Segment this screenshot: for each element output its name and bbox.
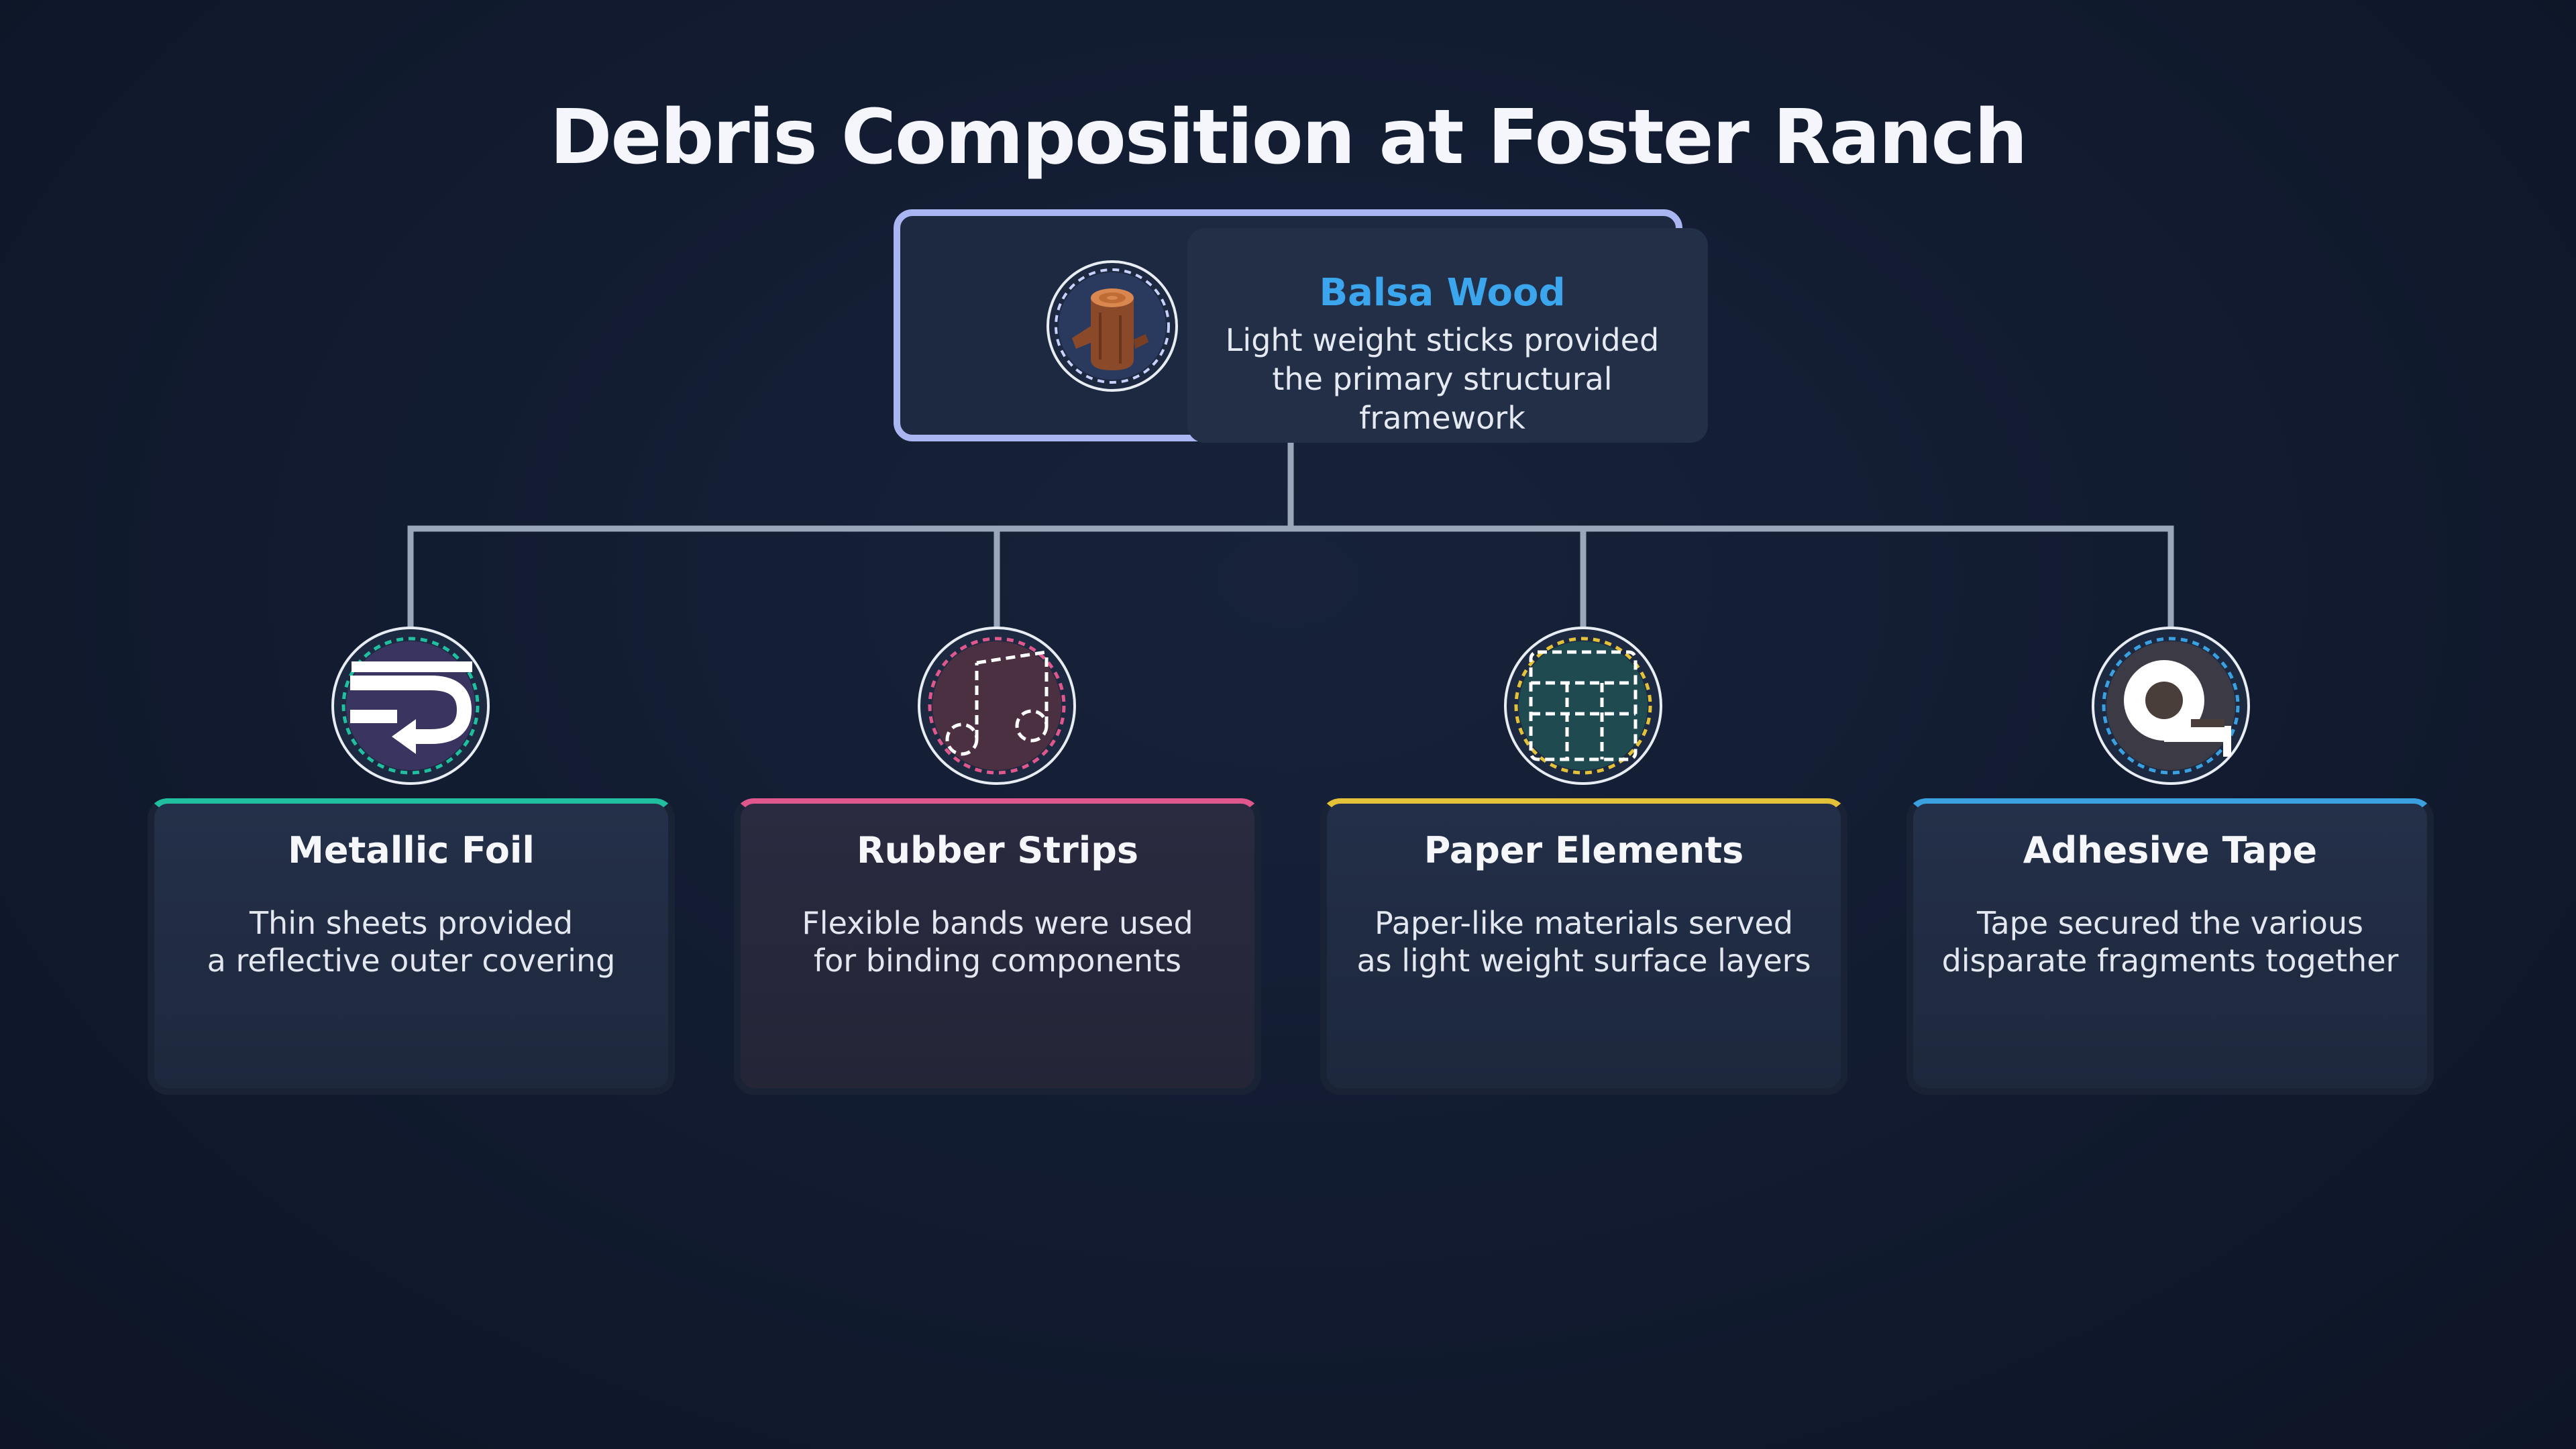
music-note-icon — [918, 627, 1076, 785]
log-icon — [1046, 260, 1178, 392]
child-card-title: Rubber Strips — [856, 829, 1139, 871]
child-card-adhesive-tape: Adhesive Tape Tape secured the various d… — [1907, 798, 2434, 1095]
child-card-rubber-strips: Rubber Strips Flexible bands were used f… — [734, 798, 1261, 1095]
child-card-title: Metallic Foil — [288, 829, 535, 871]
tape-measure-icon — [2092, 627, 2250, 785]
child-card-description: Flexible bands were used for binding com… — [802, 905, 1193, 979]
child-card-description: Tape secured the various disparate fragm… — [1941, 905, 2399, 979]
root-node-label-panel — [1187, 228, 1708, 443]
child-card-title: Adhesive Tape — [2023, 829, 2318, 871]
page-title: Debris Composition at Foster Ranch — [549, 94, 2027, 181]
child-card-metallic-foil: Metallic Foil Thin sheets provided a ref… — [148, 798, 675, 1095]
root-node-description: Light weight sticks provided the primary… — [1225, 322, 1660, 436]
child-card-description: Paper-like materials served as light wei… — [1356, 905, 1811, 979]
root-node-title: Balsa Wood — [1319, 271, 1566, 315]
child-card-title: Paper Elements — [1424, 829, 1744, 871]
child-card-paper-elements: Paper Elements Paper-like materials serv… — [1320, 798, 1847, 1095]
child-card-description: Thin sheets provided a reflective outer … — [207, 905, 616, 979]
text-wrap-icon — [331, 627, 490, 785]
table-grid-icon — [1504, 627, 1662, 785]
